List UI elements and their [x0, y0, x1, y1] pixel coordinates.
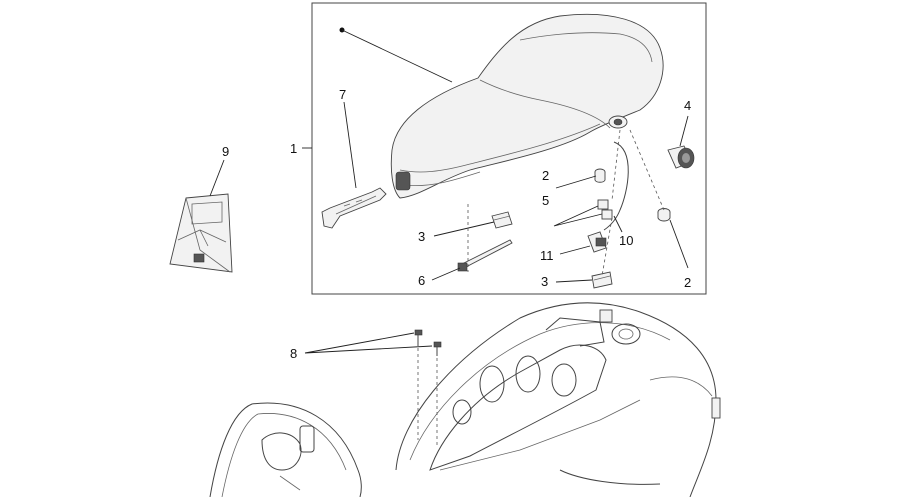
callout-10: 10 — [619, 233, 633, 248]
helmet-compartment-part — [395, 302, 721, 497]
screw-parts — [414, 329, 442, 356]
leader-6 — [431, 267, 461, 281]
body-panel-part — [209, 402, 362, 497]
leader-11 — [559, 245, 591, 255]
latch-bracket-part — [587, 231, 607, 253]
release-cable-part — [603, 141, 629, 231]
seat-latch-hook — [395, 171, 411, 191]
callout-3-lower: 3 — [541, 274, 548, 289]
leader-7 — [343, 101, 357, 189]
callout-9: 9 — [222, 144, 229, 159]
seat-assembly-frame — [311, 2, 707, 295]
leader-2a — [555, 175, 597, 189]
seat-part — [390, 13, 664, 199]
callout-7: 7 — [339, 87, 346, 102]
leader-9 — [209, 159, 225, 197]
callout-3-upper: 3 — [418, 229, 425, 244]
rubber-bumper-lower — [657, 208, 671, 222]
callout-11: 11 — [540, 248, 554, 263]
leader-8 — [304, 332, 433, 354]
callout-4: 4 — [684, 98, 691, 113]
callout-1: 1 — [290, 141, 297, 156]
seat-lock-part — [667, 145, 695, 169]
hinge-bracket-part — [321, 187, 387, 229]
leader-3b — [555, 279, 593, 283]
leader-5 — [553, 205, 603, 227]
callout-8: 8 — [290, 346, 297, 361]
leader-4 — [679, 115, 689, 147]
rubber-bumper-upper — [594, 168, 606, 183]
cable-tie-part — [457, 239, 513, 272]
callout-2-lower: 2 — [684, 275, 691, 290]
leader-3a — [433, 221, 495, 237]
bumper-pad-lower — [591, 271, 613, 289]
clip-parts — [597, 199, 613, 220]
callout-5: 5 — [542, 193, 549, 208]
callout-2-upper: 2 — [542, 168, 549, 183]
leader-seat — [341, 29, 453, 83]
tool-bag-part — [169, 193, 233, 273]
callout-6: 6 — [418, 273, 425, 288]
bumper-pad-upper — [491, 211, 513, 229]
leader-10 — [613, 215, 623, 233]
leader-2b — [669, 219, 689, 269]
